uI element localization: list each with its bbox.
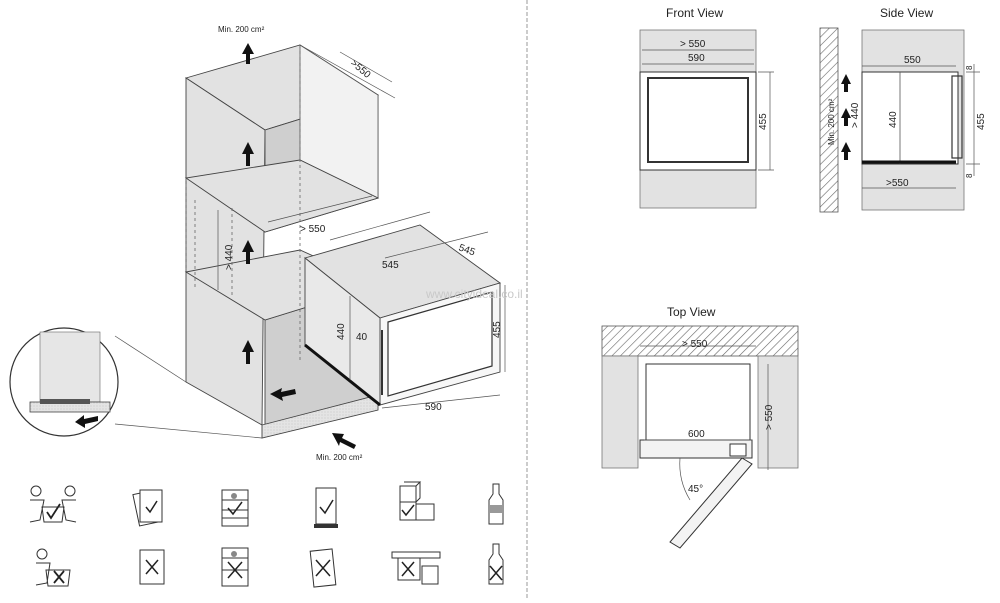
isometric-view: Min. 200 cm² >550 > 550 > 440 545 545 44… <box>184 25 523 462</box>
front-unit-height-label: 455 <box>758 113 769 130</box>
side-vent-label: Min. 200 cm² <box>827 98 836 145</box>
overhang-boxes-cross-icon <box>391 551 441 585</box>
side-gap-top-label: 8 <box>965 65 974 70</box>
single-person-lift-cross-icon <box>35 548 71 587</box>
iso-niche-height-label: > 440 <box>224 244 235 270</box>
front-niche-width-label: > 550 <box>680 39 706 50</box>
handling-pictograms <box>29 481 504 588</box>
top-view: Top View > 550 > 550 600 45° <box>601 305 799 549</box>
front-view-title: Front View <box>666 6 723 20</box>
upright-check-icon <box>314 487 338 528</box>
side-height-440-label: 440 <box>888 111 899 128</box>
iso-depth-top-label: >550 <box>348 58 373 81</box>
side-view: Side View 550 8 440 455 8 >550 Min. 200 … <box>819 6 987 213</box>
iso-height-455-label: 455 <box>492 321 503 338</box>
shelf-load-check-icon <box>221 489 249 527</box>
top-angle-label: 45° <box>688 484 703 495</box>
iso-niche-depth-label: > 550 <box>300 224 326 235</box>
side-view-title: Side View <box>880 6 933 20</box>
manual-cross-icon <box>139 549 165 585</box>
manual-check-icon <box>132 489 163 527</box>
detail-magnifier <box>9 327 263 439</box>
tilted-cross-icon <box>309 548 337 588</box>
iso-vent-top-label: Min. 200 cm² <box>218 25 265 34</box>
top-unit-width-label: 600 <box>688 429 705 440</box>
side-height-455-label: 455 <box>976 113 987 130</box>
iso-width-590-label: 590 <box>425 402 442 413</box>
watermark: www.cityideal.co.il <box>425 287 523 301</box>
front-view: Front View > 550 590 455 <box>639 6 774 209</box>
iso-depth-545b-label: 545 <box>382 260 399 271</box>
top-niche-depth-label: > 550 <box>764 404 775 430</box>
top-niche-width-label: > 550 <box>682 339 708 350</box>
side-depth-bottom-label: >550 <box>886 178 909 189</box>
two-people-lift-icon <box>29 485 77 523</box>
top-view-title: Top View <box>667 305 716 319</box>
iso-vent-bottom-label: Min. 200 cm² <box>316 453 363 462</box>
side-gap-bottom-label: 8 <box>965 173 974 178</box>
side-depth-top-label: 550 <box>904 55 921 66</box>
front-unit-width-label: 590 <box>688 53 705 64</box>
shelf-load-cross-icon <box>221 547 249 587</box>
bottle-cross-icon <box>488 543 504 585</box>
stacked-boxes-check-icon <box>399 481 435 521</box>
iso-height-440-label: 440 <box>336 323 347 340</box>
bottle-check-icon <box>488 483 504 525</box>
iso-gap-40-label: 40 <box>356 332 368 343</box>
side-niche-height-label: > 440 <box>850 102 861 128</box>
